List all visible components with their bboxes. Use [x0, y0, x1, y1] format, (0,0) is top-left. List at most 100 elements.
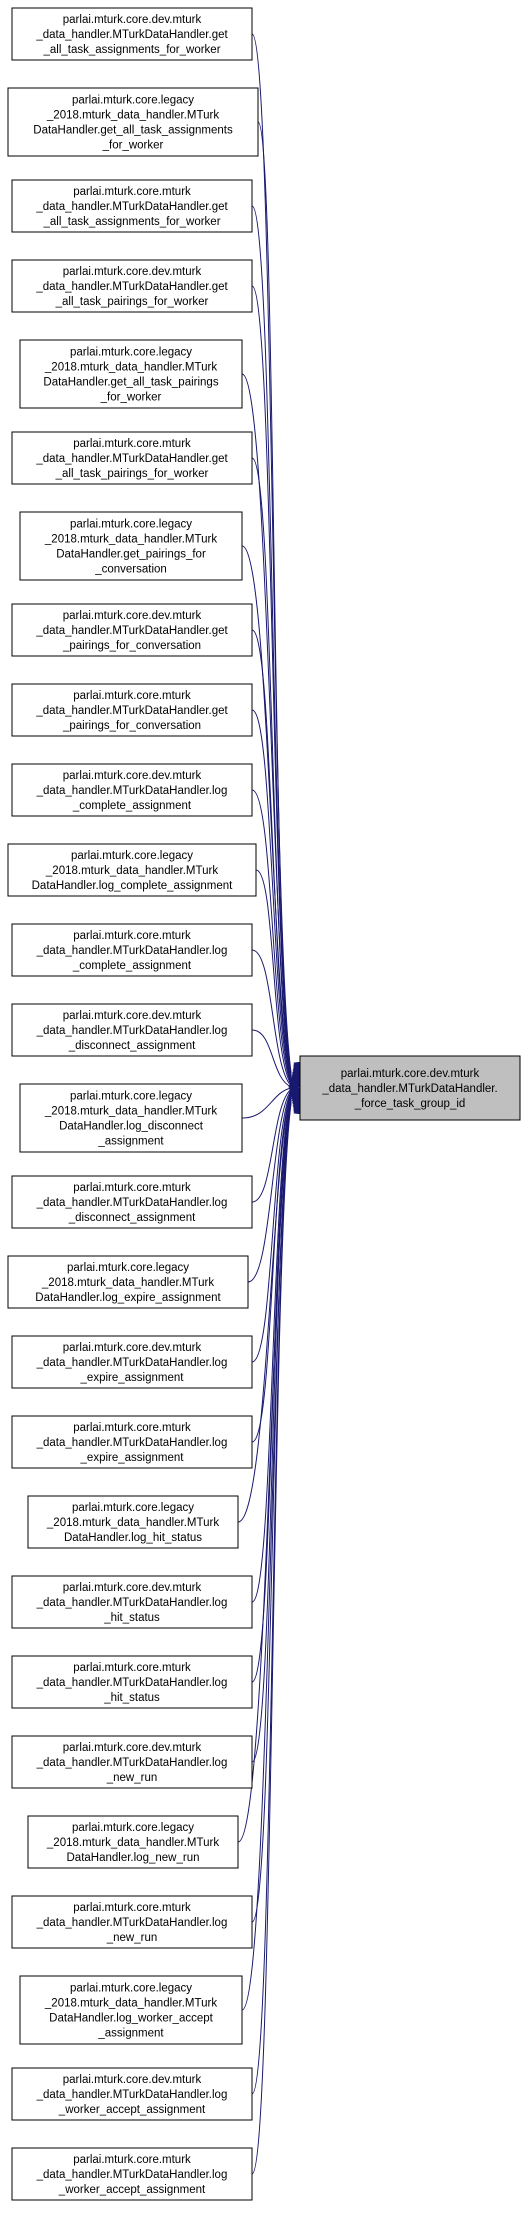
- caller-node-box: [11, 683, 253, 737]
- caller-node[interactable]: parlai.mturk.core.mturk_data_handler.MTu…: [11, 2147, 253, 2201]
- caller-node[interactable]: parlai.mturk.core.dev.mturk_data_handler…: [11, 259, 253, 313]
- caller-node-label-line: _complete_assignment: [72, 960, 192, 972]
- call-edge: [241, 1101, 292, 2011]
- caller-node-label-line: _all_task_pairings_for_worker: [55, 296, 209, 308]
- call-edge: [251, 1091, 292, 1363]
- caller-node[interactable]: parlai.mturk.core.mturk _data_handler.MTu…: [11, 431, 253, 485]
- caller-node-label-line: _data_handler.MTurkDataHandler.get: [35, 705, 228, 717]
- caller-node[interactable]: parlai.mturk.core.mturk_data_handler.MTu…: [11, 923, 253, 977]
- caller-node-label-line: _data_handler.MTurkDataHandler.log: [36, 1357, 228, 1369]
- call-edge: [251, 709, 292, 1083]
- call-edge: [241, 1087, 292, 1119]
- edges: [237, 33, 304, 2175]
- caller-node-label-line: _data_handler.MTurkDataHandler.log: [36, 2089, 228, 2101]
- caller-node[interactable]: parlai.mturk.core.dev.mturk_data_handler…: [11, 1335, 253, 1389]
- caller-node[interactable]: parlai.mturk.core.legacy_2018.mturk_data…: [19, 511, 243, 581]
- call-edge: [237, 1093, 292, 1523]
- caller-node-label-line: parlai.mturk.core.legacy: [72, 1502, 194, 1514]
- call-edge: [251, 1092, 292, 1443]
- caller-node-label-line: _data_handler.MTurkDataHandler.get: [35, 453, 228, 465]
- caller-node-label-line: _2018.mturk_data_handler.MTurk: [44, 1106, 217, 1118]
- caller-node-label-line: _conversation: [94, 564, 167, 576]
- caller-node-label-line: parlai.mturk.core.mturk: [73, 690, 191, 702]
- caller-node[interactable]: parlai.mturk.core.legacy _2018.mturk_data…: [27, 1495, 239, 1549]
- caller-node[interactable]: parlai.mturk.core.mturk_data_handler.MTu…: [11, 1655, 253, 1709]
- caller-node-box: [11, 431, 253, 485]
- caller-node[interactable]: parlai.mturk.core.dev.mturk _data_handler…: [11, 1003, 253, 1057]
- caller-node[interactable]: parlai.mturk.core.mturk_data_handler.MTu…: [11, 1415, 253, 1469]
- caller-node-label-line: _data_handler.MTurkDataHandler.get: [35, 29, 228, 41]
- caller-node-label-line: parlai.mturk.core.mturk: [73, 186, 191, 198]
- call-edge: [237, 1098, 292, 1843]
- caller-node-label-line: _data_handler.MTurkDataHandler.log: [36, 1025, 228, 1037]
- caller-node-box: [11, 1575, 253, 1629]
- caller-node-box: [11, 1655, 253, 1709]
- caller-node[interactable]: parlai.mturk.core.dev.mturk_data_handler…: [11, 1735, 253, 1789]
- caller-node[interactable]: parlai.mturk.core.dev.mturk_data_handler…: [11, 7, 253, 61]
- caller-node-label-line: _all_task_assignments_for_worker: [42, 44, 220, 56]
- caller-node-label-line: DataHandler.get_pairings_for: [56, 549, 206, 561]
- caller-node-label-line: parlai.mturk.core.dev.mturk: [63, 610, 202, 622]
- caller-node[interactable]: parlai.mturk.core.legacy_2018.mturk_data…: [7, 87, 259, 157]
- caller-node-box: [11, 179, 253, 233]
- caller-node[interactable]: parlai.mturk.core.mturk_data_handler.MTu…: [11, 1175, 253, 1229]
- caller-node-label-line: _pairings_for_conversation: [62, 640, 201, 652]
- caller-node-label-line: parlai.mturk.core.legacy: [72, 95, 194, 107]
- target-node-label-line: _data_handler.MTurkDataHandler.: [321, 1083, 497, 1095]
- call-edge: [251, 285, 292, 1077]
- caller-node-label-line: _2018.mturk_data_handler.MTurk: [46, 1517, 219, 1529]
- caller-node-box: [11, 259, 253, 313]
- caller-node[interactable]: parlai.mturk.core.legacy_2018.mturk_data…: [7, 1255, 249, 1309]
- caller-node[interactable]: parlai.mturk.core.mturk _data_handler.MTu…: [11, 179, 253, 233]
- caller-node-box: [11, 1735, 253, 1789]
- caller-node[interactable]: parlai.mturk.core.dev.mturk _data_handler…: [11, 2067, 253, 2121]
- caller-node-label-line: _worker_accept_assignment: [58, 2184, 206, 2196]
- call-edge: [251, 205, 292, 1075]
- call-edge: [251, 789, 292, 1084]
- caller-node-label-line: _data_handler.MTurkDataHandler.log: [36, 785, 228, 797]
- caller-node-box: [7, 843, 257, 897]
- caller-node-label-line: DataHandler.log_expire_assignment: [35, 1292, 221, 1304]
- call-edge: [251, 949, 292, 1086]
- caller-node-label-line: DataHandler.log_new_run: [67, 1852, 200, 1864]
- caller-node-label-line: _hit_status: [103, 1612, 160, 1624]
- caller-node-label-line: _data_handler.MTurkDataHandler.get: [35, 281, 228, 293]
- caller-node-label-line: _2018.mturk_data_handler.MTurk: [45, 865, 218, 877]
- caller-node-label-line: parlai.mturk.core.legacy: [70, 1091, 192, 1103]
- caller-node-label-line: parlai.mturk.core.legacy: [70, 347, 192, 359]
- caller-node-label-line: _data_handler.MTurkDataHandler.log: [36, 945, 228, 957]
- caller-node[interactable]: parlai.mturk.core.legacy_2018.mturk_data…: [7, 843, 257, 897]
- caller-node[interactable]: parlai.mturk.core.legacy_2018.mturk_data…: [19, 1975, 243, 2045]
- caller-node[interactable]: parlai.mturk.core.mturk _data_handler.MTu…: [11, 683, 253, 737]
- caller-node-label-line: _data_handler.MTurkDataHandler.log: [36, 1597, 228, 1609]
- caller-node-label-line: parlai.mturk.core.mturk: [73, 438, 191, 450]
- call-edge: [251, 1088, 292, 1203]
- caller-node-box: [7, 1255, 249, 1309]
- caller-node-label-line: parlai.mturk.core.mturk: [73, 2154, 191, 2166]
- caller-node-box: [11, 763, 253, 817]
- caller-node-label-line: parlai.mturk.core.dev.mturk: [63, 1010, 202, 1022]
- caller-node[interactable]: parlai.mturk.core.dev.mturk _data_handler…: [11, 763, 253, 817]
- caller-node-label-line: parlai.mturk.core.dev.mturk: [63, 2074, 202, 2086]
- caller-node-label-line: parlai.mturk.core.legacy: [70, 519, 192, 531]
- caller-node[interactable]: parlai.mturk.core.mturk_data_handler.MTu…: [11, 1895, 253, 1949]
- caller-node[interactable]: parlai.mturk.core.legacy_2018.mturk_data…: [19, 339, 243, 409]
- caller-node-box: [11, 1895, 253, 1949]
- caller-node-label-line: _assignment: [97, 2028, 164, 2040]
- caller-node[interactable]: parlai.mturk.core.legacy_2018.mturk_data…: [27, 1815, 239, 1869]
- caller-node-label-line: _2018.mturk_data_handler.MTurk: [44, 1998, 217, 2010]
- caller-node-label-line: DataHandler.log_worker_accept: [49, 2013, 213, 2025]
- caller-node-label-line: DataHandler.log_complete_assignment: [32, 880, 234, 892]
- caller-node-label-line: parlai.mturk.core.mturk: [73, 1662, 191, 1674]
- caller-node[interactable]: parlai.mturk.core.legacy _2018.mturk_data…: [19, 1083, 243, 1153]
- caller-node-label-line: parlai.mturk.core.dev.mturk: [63, 770, 202, 782]
- caller-node[interactable]: parlai.mturk.core.dev.mturk_data_handler…: [11, 603, 253, 657]
- caller-node-label-line: _new_run: [106, 1932, 158, 1944]
- caller-node-label-line: _data_handler.MTurkDataHandler.get: [35, 201, 228, 213]
- caller-node-box: [7, 87, 259, 157]
- caller-node-label-line: DataHandler.log_disconnect: [59, 1121, 204, 1133]
- caller-node-box: [11, 603, 253, 657]
- caller-node-label-line: _2018.mturk_data_handler.MTurk: [46, 1837, 219, 1849]
- caller-node[interactable]: parlai.mturk.core.dev.mturk_data_handler…: [11, 1575, 253, 1629]
